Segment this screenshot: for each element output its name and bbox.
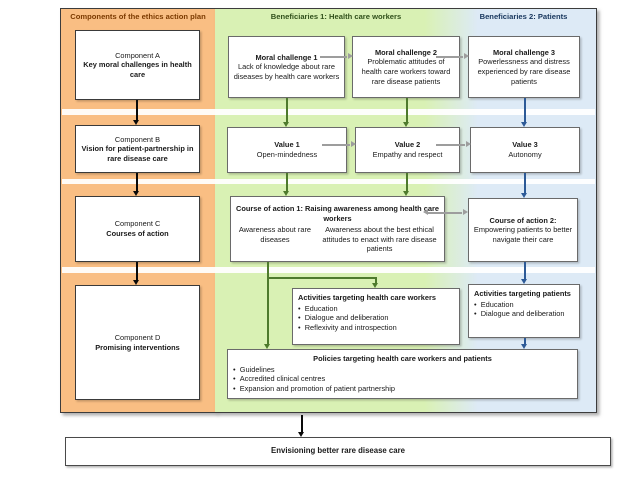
component-d-title: Promising interventions	[95, 342, 180, 352]
component-c-box: Component C Courses of action	[75, 196, 200, 262]
policies-title: Policies targeting health care workers a…	[313, 354, 492, 363]
arrow-component-b-to-c	[133, 173, 139, 196]
arrow-course1-course2-bidirectional	[422, 209, 468, 214]
component-a-label: Component A	[115, 50, 160, 60]
row-separator	[62, 109, 595, 115]
arrow-value1-to-value2	[322, 141, 356, 146]
list-item: Dialogue and deliberation	[474, 309, 565, 319]
list-item: Expansion and promotion of patient partn…	[233, 384, 395, 394]
arrow-value2-to-course1	[403, 173, 409, 196]
arrow-activities-patients-to-policies	[521, 338, 527, 349]
arrow-challenge1-to-challenge2	[320, 53, 353, 58]
list-item: Dialogue and deliberation	[298, 313, 397, 323]
arrow-policies-to-envisioning	[298, 415, 304, 437]
component-c-title: Courses of action	[106, 229, 169, 238]
arrow-value2-to-value3	[436, 141, 471, 146]
arrow-component-c-to-d	[133, 262, 139, 285]
policies-list: Guidelines Accredited clinical centres E…	[233, 365, 395, 394]
components-panel-header: Components of the ethics action plan	[70, 12, 206, 21]
row-separator	[62, 267, 595, 273]
value-2-title: Value 2	[394, 140, 421, 150]
component-b-title: Vision for patient-partnership in rare d…	[81, 144, 194, 163]
component-b-label: Component B	[114, 134, 161, 144]
component-a-box: Component A Key moral challenges in heal…	[75, 30, 200, 100]
moral-challenge-2-title: Moral challenge 2	[374, 47, 438, 57]
policies-box: Policies targeting health care workers a…	[227, 349, 578, 399]
value-3-box: Value 3 Autonomy	[470, 127, 580, 173]
arrow-course1-to-policies	[264, 262, 270, 349]
course-of-action-1-box: Course of action 1: Raising awareness am…	[230, 196, 445, 262]
list-item: Guidelines	[233, 365, 395, 375]
list-item: Reflexivity and introspection	[298, 323, 397, 333]
activities-hcw-title: Activities targeting health care workers	[298, 293, 437, 302]
envisioning-box: Envisioning better rare disease care	[65, 437, 611, 466]
moral-challenge-2-box: Moral challenge 2 Problematic attitudes …	[352, 36, 460, 98]
arrow-challenge2-to-value2	[403, 98, 409, 127]
course-2-body: Empowering patients to better navigate t…	[473, 225, 573, 244]
arrow-value1-to-course1	[283, 173, 289, 196]
arrow-into-activities-hcw	[372, 277, 378, 288]
value-2-body: Empathy and respect	[372, 150, 443, 159]
activities-hcw-list: Education Dialogue and deliberation Refl…	[298, 304, 397, 333]
list-item: Education	[298, 304, 397, 314]
activities-hcw-box: Activities targeting health care workers…	[292, 288, 460, 345]
row-separator	[62, 179, 595, 184]
activities-patients-box: Activities targeting patients Education …	[468, 284, 580, 338]
course-1-title: Course of action 1: Raising awareness am…	[236, 203, 439, 223]
list-item: Education	[474, 300, 565, 310]
list-item: Accredited clinical centres	[233, 374, 395, 384]
course-1-sub-right: Awareness about the best ethical attitud…	[322, 225, 437, 254]
moral-challenge-3-box: Moral challenge 3 Powerlessness and dist…	[468, 36, 580, 98]
value-3-title: Value 3	[512, 140, 538, 150]
course-2-title: Course of action 2:	[489, 215, 557, 225]
value-2-box: Value 2 Empathy and respect	[355, 127, 460, 173]
arrow-value3-to-course2	[521, 173, 527, 198]
component-d-box: Component D Promising interventions	[75, 285, 200, 400]
beneficiaries1-header: Beneficiaries 1: Health care workers	[270, 12, 402, 21]
component-b-box: Component B Vision for patient-partnersh…	[75, 125, 200, 173]
moral-challenge-1-title: Moral challenge 1	[255, 52, 318, 62]
course-1-subitems: Awareness about rare diseases Awareness …	[235, 225, 440, 254]
activities-patients-list: Education Dialogue and deliberation	[474, 300, 565, 319]
beneficiaries2-header: Beneficiaries 2: Patients	[479, 12, 568, 21]
envisioning-title: Envisioning better rare disease care	[271, 446, 405, 456]
arrow-component-a-to-b	[133, 100, 139, 125]
component-d-label: Component D	[114, 332, 161, 342]
activities-patients-title: Activities targeting patients	[474, 289, 571, 298]
arrow-challenge2-to-challenge3	[436, 53, 469, 58]
moral-challenge-3-body: Powerlessness and distress experienced b…	[477, 57, 571, 86]
component-a-title: Key moral challenges in health care	[83, 60, 192, 79]
value-1-title: Value 1	[274, 140, 300, 150]
value-1-box: Value 1 Open-mindedness	[227, 127, 347, 173]
course-of-action-2-box: Course of action 2: Empowering patients …	[468, 198, 578, 262]
course-1-sub-left: Awareness about rare diseases	[238, 225, 312, 244]
moral-challenge-2-body: Problematic attitudes of health care wor…	[361, 57, 451, 86]
connector-course1-to-activities-hcw	[267, 277, 376, 279]
arrow-course2-to-activities-patients	[521, 262, 527, 284]
arrow-challenge3-to-value3	[521, 98, 527, 127]
component-c-label: Component C	[114, 219, 161, 229]
moral-challenge-1-box: Moral challenge 1 Lack of knowledge abou…	[228, 36, 345, 98]
arrow-challenge1-to-value1	[283, 98, 289, 127]
moral-challenge-1-body: Lack of knowledge about rare diseases by…	[233, 62, 340, 81]
value-1-body: Open-mindedness	[256, 150, 318, 159]
value-3-body: Autonomy	[508, 150, 542, 159]
moral-challenge-3-title: Moral challenge 3	[492, 47, 556, 57]
